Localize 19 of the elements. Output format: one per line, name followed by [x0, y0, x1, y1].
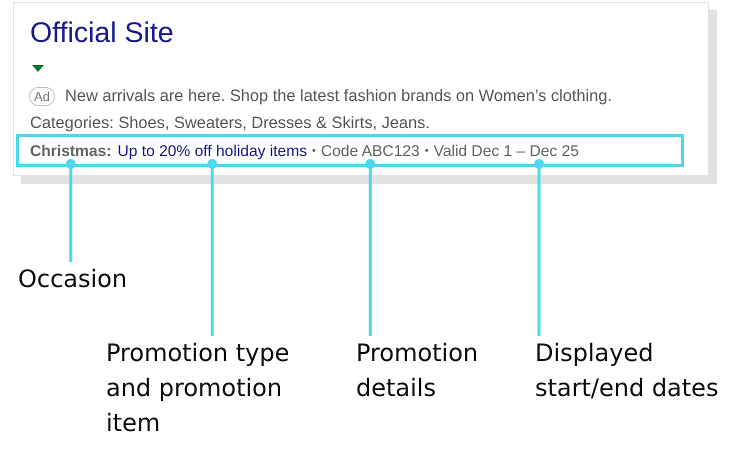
bullet-separator: •	[424, 144, 429, 159]
callout-label: Occasion	[18, 262, 128, 297]
occasion-text: Christmas:	[30, 137, 112, 164]
promo-code-text: Code ABC123	[320, 137, 420, 164]
leader-line	[365, 159, 376, 336]
callout-label: Promotion details	[356, 336, 492, 406]
categories-text: Categories: Shoes, Sweaters, Dresses & Skirts, Jeans.	[30, 113, 430, 133]
callout-label: Displayed start/end dates	[535, 336, 731, 406]
highlight-box	[16, 134, 684, 167]
callout-label: Promotion type and promotion item	[106, 336, 302, 441]
ad-description: New arrivals are here. Shop the latest fashion brands on Women’s clothing.	[65, 86, 612, 106]
leader-line	[207, 159, 218, 336]
date-range-text: Valid Dec 1 – Dec 25	[434, 137, 579, 164]
promotion-text: Up to 20% off holiday items	[117, 137, 308, 164]
bullet-separator: •	[312, 144, 316, 159]
leader-line	[534, 159, 544, 336]
ad-badge: Ad	[29, 87, 55, 106]
leader-line	[66, 159, 76, 262]
ad-headline: Official Site	[30, 16, 174, 50]
